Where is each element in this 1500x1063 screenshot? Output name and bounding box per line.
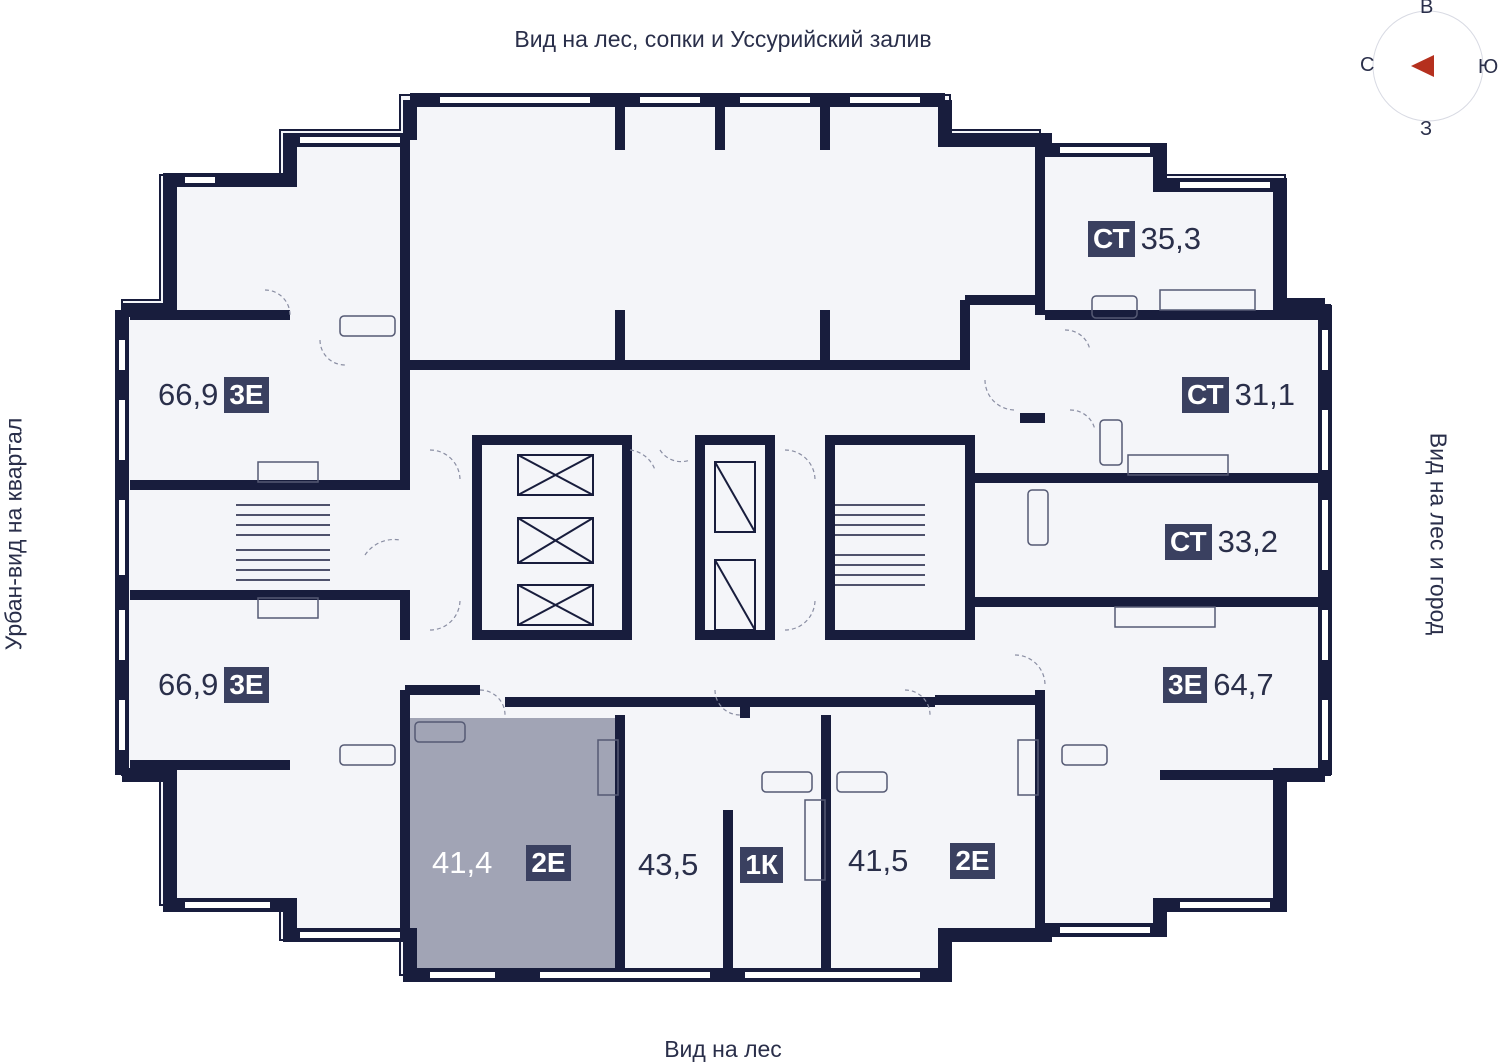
apartment-area: 64,7: [1213, 667, 1274, 702]
selected-apartment-fill: [410, 718, 617, 968]
apartment-label[interactable]: СТ 35,3: [1088, 221, 1201, 257]
apartment-label[interactable]: СТ 31,1: [1182, 377, 1295, 413]
apartment-label[interactable]: 3Е 64,7: [1163, 667, 1274, 703]
apartment-type-badge: СТ: [1165, 524, 1212, 560]
compass-west-label: С: [1360, 54, 1375, 76]
compass-ring-icon: [1372, 10, 1484, 122]
apartment-label[interactable]: 66,9 3Е: [158, 377, 269, 413]
apartment-area: 33,2: [1217, 524, 1278, 559]
compass-east-label: Ю: [1478, 56, 1499, 78]
apartment-area: 66,9: [158, 377, 219, 412]
apartment-type-badge: 2Е: [526, 845, 571, 881]
apartment-label[interactable]: 41,5 2Е: [848, 843, 995, 879]
view-label-left: Урбан-вид на квартал: [0, 417, 27, 651]
apartment-area: 66,9: [158, 667, 219, 702]
apartment-type-badge: 3Е: [224, 667, 269, 703]
apartment-label[interactable]: 66,9 3Е: [158, 667, 269, 703]
apartment-area: 31,1: [1234, 377, 1295, 412]
compass-south-label: З: [1420, 118, 1433, 140]
apartment-label-selected[interactable]: 41,4 2Е: [432, 845, 571, 881]
view-label-top: Вид на лес, сопки и Уссурийский залив: [514, 26, 932, 52]
apartment-label[interactable]: 43,5 1К: [638, 847, 784, 883]
apartment-type-badge: 1К: [740, 847, 784, 883]
apartment-type-badge: СТ: [1088, 221, 1135, 257]
apartment-type-badge: 2Е: [950, 843, 995, 879]
view-label-right: Вид на лес и город: [1425, 432, 1452, 636]
apartment-type-badge: 3Е: [224, 377, 269, 413]
compass-arrow-icon: [1411, 55, 1434, 77]
compass-north-label: В: [1420, 0, 1434, 18]
compass: В С Ю З: [1360, 0, 1499, 140]
apartment-area: 35,3: [1140, 221, 1201, 256]
apartment-type-badge: 3Е: [1163, 667, 1208, 703]
apartment-area: 43,5: [638, 847, 699, 882]
apartment-area: 41,4: [432, 845, 493, 880]
view-label-bottom: Вид на лес: [664, 1036, 782, 1062]
apartment-area: 41,5: [848, 843, 909, 878]
apartment-type-badge: СТ: [1182, 377, 1229, 413]
apartment-label[interactable]: СТ 33,2: [1165, 524, 1278, 560]
